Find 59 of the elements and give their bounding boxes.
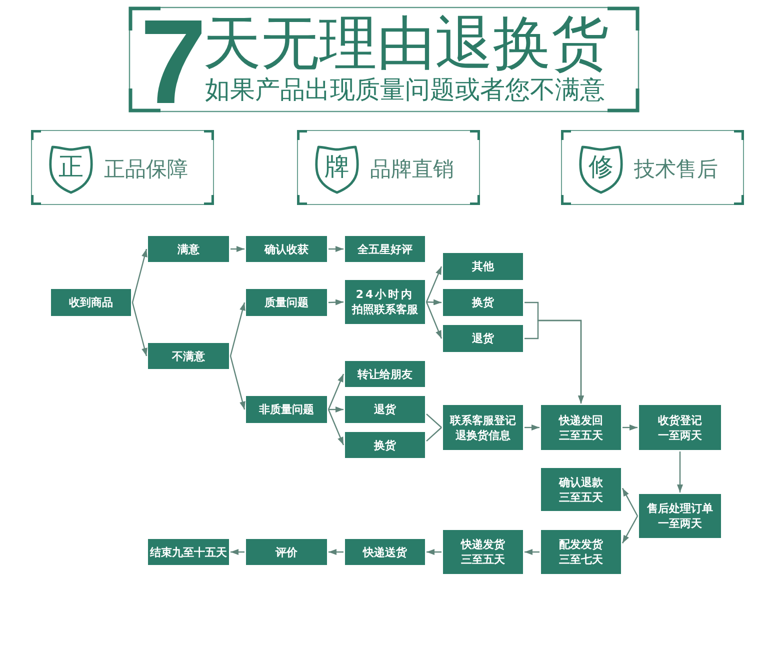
shield-shape: 正 <box>47 145 95 194</box>
arrow <box>328 549 344 555</box>
arrow <box>524 320 584 404</box>
process-box: 退货 <box>345 396 425 423</box>
arrow <box>426 266 442 302</box>
arrow <box>622 488 638 516</box>
process-box: 满意 <box>148 236 229 262</box>
subtitle: 如果产品出现质量问题或者您不满意 <box>205 74 605 104</box>
shield-shape: 修 <box>577 145 625 194</box>
process-box: 快递发货三至五天 <box>443 530 523 574</box>
badge-frame <box>297 130 480 205</box>
process-box: 售后处理订单一至两天 <box>639 494 721 538</box>
arrow <box>328 409 344 446</box>
arrow <box>230 356 246 410</box>
badge-frame <box>561 130 744 205</box>
arrow <box>426 302 442 339</box>
process-box: 评价 <box>246 539 327 565</box>
arrow <box>230 246 244 252</box>
connector-line <box>426 414 442 428</box>
arrow <box>622 424 638 430</box>
arrow <box>328 246 344 252</box>
process-box: 全五星好评 <box>345 236 425 262</box>
process-box: 结束九至十五天 <box>148 539 229 565</box>
process-box: 质量问题 <box>246 289 327 316</box>
process-box: 不满意 <box>148 343 229 369</box>
arrow <box>622 516 638 544</box>
badge-label: 正品保障 <box>104 157 188 181</box>
process-box: 换货 <box>443 289 523 316</box>
badge-frame <box>31 130 214 205</box>
process-box: 换货 <box>345 432 425 458</box>
process-box: 确认退款三至五天 <box>541 468 621 511</box>
process-box: 确认收获 <box>246 236 327 262</box>
process-box: 退货 <box>443 325 523 352</box>
arrow <box>328 406 344 412</box>
process-box: 转让给朋友 <box>345 361 425 387</box>
arrow <box>677 452 683 492</box>
process-box: 配发发货三至七天 <box>541 530 621 574</box>
arrow <box>524 549 540 555</box>
arrow <box>132 302 148 356</box>
arrow <box>426 299 442 306</box>
process-box: 联系客服登记退换货信息 <box>443 405 523 450</box>
process-box: 24小时内拍照联系客服 <box>345 280 425 324</box>
arrow <box>328 299 344 306</box>
process-box: 收到商品 <box>51 289 131 316</box>
process-box: 其他 <box>443 253 523 280</box>
arrow <box>426 549 442 555</box>
connector-line <box>426 427 442 442</box>
badge-label: 品牌直销 <box>370 157 454 181</box>
process-box: 收货登记一至两天 <box>639 405 721 450</box>
arrow <box>328 374 344 410</box>
shield-shape: 牌 <box>313 145 361 194</box>
process-box: 非质量问题 <box>246 396 327 423</box>
badge-label: 技术售后 <box>634 157 718 181</box>
arrow <box>524 424 540 430</box>
process-box: 快递发回三至五天 <box>541 405 621 450</box>
process-box: 快递送货 <box>345 539 425 565</box>
arrow <box>132 248 148 303</box>
arrow <box>230 302 246 356</box>
arrow <box>230 549 244 555</box>
